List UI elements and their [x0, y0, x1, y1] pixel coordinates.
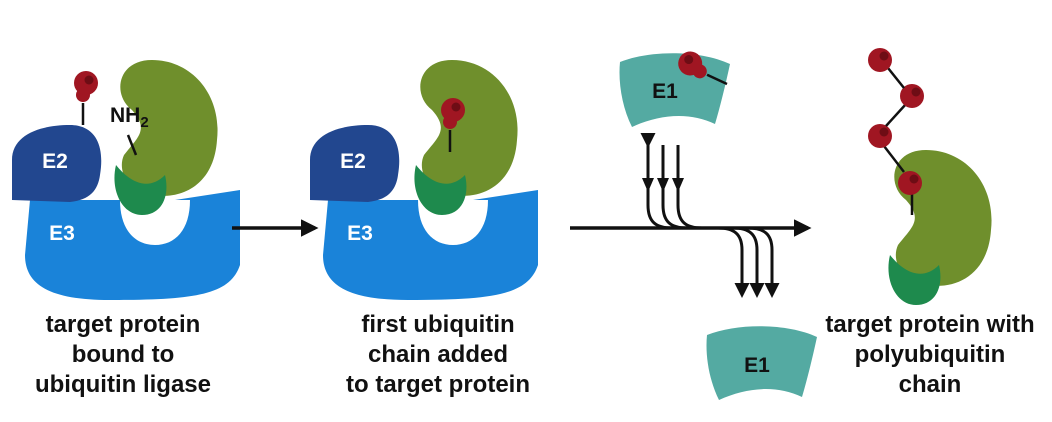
arrow-e1-in-2 [661, 145, 688, 230]
arrow-e1-out-3 [747, 226, 780, 298]
caption-panel2-line1: first ubiquitin [361, 311, 514, 338]
arrow-e1-out-1 [717, 226, 750, 298]
arrow-e1-in-3 [676, 145, 703, 230]
e3-label: E3 [49, 222, 75, 245]
e3-label-2: E3 [347, 222, 373, 245]
caption-panel2-line2: chain added [368, 341, 508, 368]
nh2-pointer [126, 134, 138, 156]
e1-label-bottom: E1 [744, 354, 770, 377]
caption-panel1-line3: ubiquitin ligase [35, 371, 211, 398]
nh2-label: NH2 [110, 104, 149, 131]
arrowhead [672, 178, 684, 192]
caption-panel1-line2: bound to [72, 341, 175, 368]
arrow-e1-out-2 [732, 226, 765, 298]
target-protein-2 [414, 60, 518, 215]
e2-enzyme [12, 125, 102, 202]
caption-panel2-line3: to target protein [346, 371, 530, 398]
e2-label-2: E2 [340, 150, 366, 173]
caption-panel4-line1: target protein with [825, 311, 1034, 338]
panel-first-ubiquitin: E2 E3 [310, 60, 538, 300]
polyubiquitin-chain [868, 48, 924, 215]
arrowhead [642, 178, 654, 192]
arrowhead [657, 178, 669, 192]
arrow-e1-in-1 [640, 133, 673, 230]
caption-panel4-line2: polyubiquitin [855, 341, 1006, 368]
caption-panel4-line3: chain [899, 371, 962, 398]
panel-target-bound: NH2 E2 E3 [12, 60, 240, 300]
caption-panel1-line1: target protein [46, 311, 201, 338]
e2-label: E2 [42, 150, 68, 173]
ubiquitin-icon [72, 69, 100, 127]
panel-e1-cycle: E1 E1 [570, 46, 817, 400]
e2-enzyme-2 [310, 125, 400, 202]
e1-label-top: E1 [652, 80, 678, 103]
panel-polyubiquitin [868, 48, 992, 305]
